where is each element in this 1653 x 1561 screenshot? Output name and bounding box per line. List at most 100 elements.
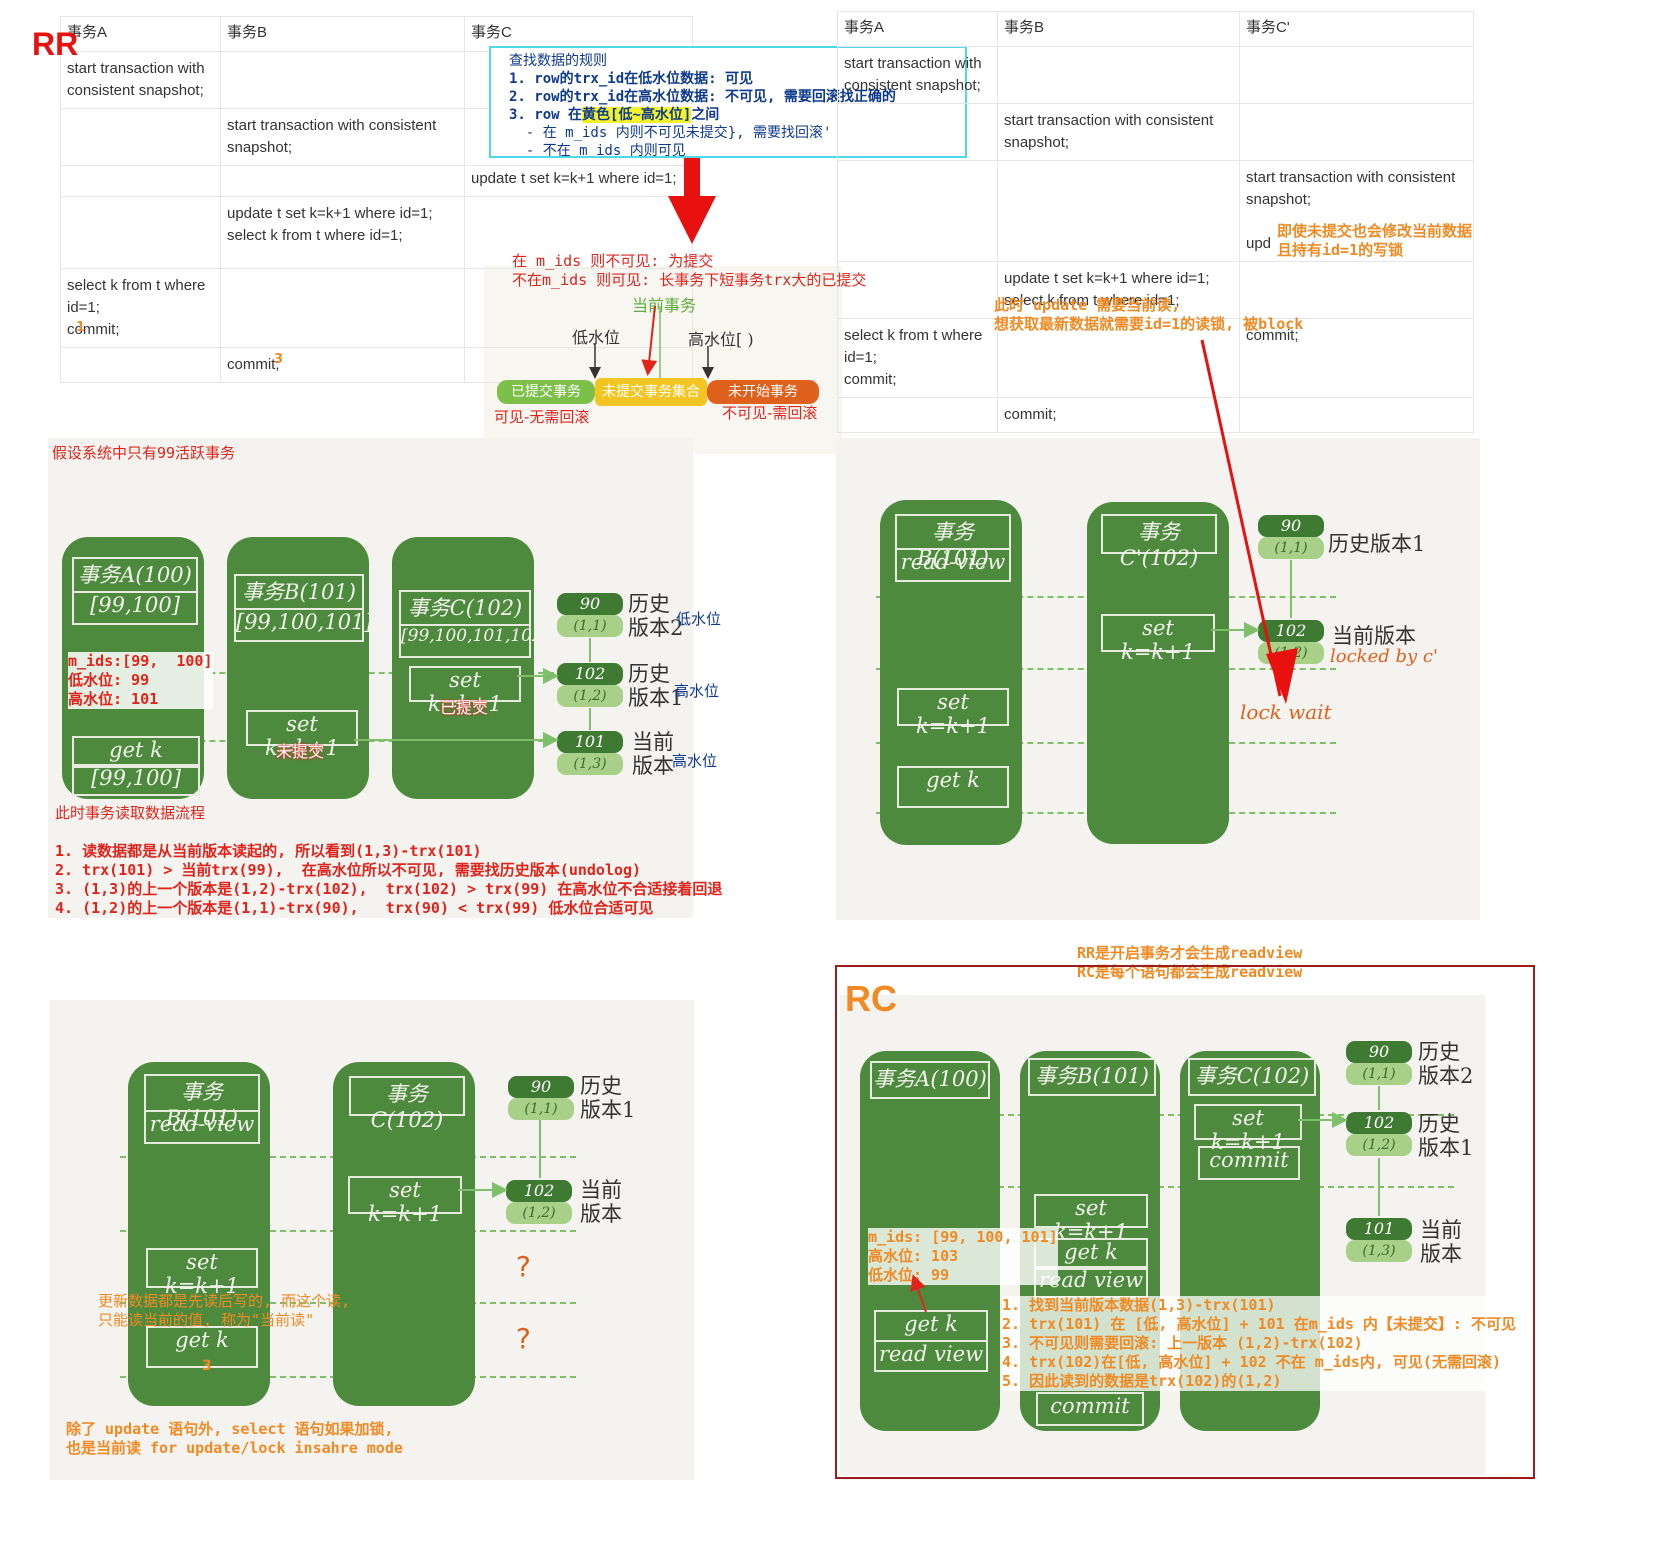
p2-v2-row: (1,2) [1258,642,1324,664]
p2-txn-c-set: set k=k+1 [1101,614,1215,664]
p3-question-2: ? [516,1322,531,1355]
txn-b-set: set k=k+1 [246,710,358,760]
p2-txn-b-title: 事务B(101) [895,514,1011,570]
p4-v3-label: 当前 版本 [1420,1218,1462,1266]
rr-cell: commit; [220,347,465,383]
p2-v1-row: (1,1) [1258,537,1324,559]
high-watermark-label: 高水位[ ) [688,330,754,349]
p3-txn-c-title: 事务C(102) [349,1076,465,1132]
txn-a-range: [99,100] [72,591,198,625]
p2-txn-b-get: get k [897,766,1009,808]
p4-txn-b-commit: commit [1036,1392,1144,1426]
txn-a-get-range: [99,100] [72,764,200,796]
flow-title: 此时事务读取数据流程 [55,804,206,822]
mids-note: 在 m_ids 则不可见: 为提交不在m_ids 则可见: 长事务下短事务trx… [512,252,866,290]
p3-step-3: 3 [202,1358,212,1374]
txn-b-range: [99,100,101] [234,608,373,642]
lock-wait-note: lock wait [1240,700,1332,724]
txn-c-committed-note: 已提交 [440,698,489,717]
rc-table-wrap: 事务A 事务B 事务C' start transaction with cons… [837,11,1474,433]
rc-flow-steps: 1. 找到当前版本数据(1,3)-trx(101) 2. trx(101) 在 … [1002,1296,1516,1391]
rr-header-b: 事务B [220,16,465,52]
p1-v1-side: 低水位 [676,610,722,628]
txn-c-column [392,537,534,799]
rr-rc-note: RR是开启事务才会生成readview RC是每个语句都会生成readview [1077,944,1303,981]
txn-b-title: 事务B(101) [234,574,364,610]
rc-header-a: 事务A [837,11,998,47]
rr-cell: update t set k=k+1 where id=1; [464,165,693,197]
p3-txn-b-get: get k [146,1326,258,1368]
p3-v1-row: (1,1) [508,1098,574,1120]
rc-cell: select k from t where id=1; commit; [837,318,998,398]
txn-c-set: set k=k+1 [409,666,521,716]
p2-v1-label: 历史版本1 [1328,532,1426,556]
txn-a-title: 事务A(100) [72,557,198,593]
p2-v2-label: 当前版本 [1332,624,1416,648]
invisible-note: 不可见-需回滚 [722,404,818,422]
p4-v1-label: 历史 版本2 [1418,1040,1474,1088]
p4-txn-b-title: 事务B(101) [1028,1058,1156,1096]
p2-v1-trx: 90 [1258,515,1324,537]
p4-txn-b-set: set k=k+1 [1034,1194,1148,1244]
p3-txn-c-column [333,1062,475,1406]
rc-cell: update t set k=k+1 where id=1; select k … [997,261,1240,319]
p1-v2-label: 历史 版本1 [628,662,684,710]
p2-txn-b-readview: read-view [895,548,1011,582]
p3-txn-b-set: set k=k+1 [146,1248,258,1298]
step-marker-3: 3 [274,352,284,367]
rr-cell: start transaction with consistent snapsh… [220,108,465,166]
rc-cell: start transaction with consistent snapsh… [837,46,998,104]
p2-txn-c-title: 事务C'(102) [1101,514,1217,570]
p3-v2-row: (1,2) [506,1202,572,1224]
mids-a-note: m_ids:[99, 100] 低水位: 99 高水位: 101 [68,652,213,709]
p3-v1-label: 历史 版本1 [580,1074,636,1122]
p4-txn-a-readview: read view [874,1340,988,1372]
mids-note-line1: 在 m_ids 则不可见: 为提交 [512,252,714,270]
rule-line-3-highlight: 黄色[低~高水位] [582,107,692,123]
txn-a-get: get k [72,736,200,768]
rule-line-5: - 不在 m_ids 内则可见 [509,143,686,158]
p3-txn-b-column [128,1062,270,1406]
p4-txn-c-title: 事务C(102) [1188,1058,1316,1096]
uncommitted-note: 即使未提交也会修改当前数据 且持有id=1的写锁 [1277,222,1473,259]
rule-line-3a: 3. row 在 [509,107,583,123]
rr-cell: start transaction with consistent snapsh… [60,51,221,109]
dash-line [868,1114,1454,1116]
dash-line [868,1186,1454,1188]
p4-v3-trx: 101 [1346,1218,1412,1240]
p4-txn-a-get: get k [874,1310,988,1342]
mids-note-line2: 不在m_ids 则可见: 长事务下短事务trx大的已提交 [512,271,867,289]
uncommitted-segment: 未提交事务集合 [595,378,707,406]
committed-segment: 已提交事务 [497,380,595,404]
txn-b-uncommitted-note: 未提交 [276,742,325,761]
p1-v2-side: 高水位 [674,682,720,700]
p3-txn-c-set: set k=k+1 [348,1176,462,1226]
p3-v2-trx: 102 [506,1180,572,1202]
p4-txn-c-set: set k=k+1 [1194,1104,1302,1154]
p1-v1-trx: 90 [557,593,623,615]
rr-cell: select k from t where id=1; commit; [60,268,221,348]
p4-v1-row: (1,1) [1346,1063,1412,1085]
rule-line-3b: 之间 [691,107,720,123]
p4-v3-row: (1,3) [1346,1240,1412,1262]
p3-question-1: ? [516,1250,531,1283]
p4-v2-trx: 102 [1346,1112,1412,1134]
low-watermark-label: 低水位 [572,328,621,347]
p1-v3-row: (1,3) [557,753,623,775]
flow-steps: 1. 读数据都是从当前版本读起的, 所以看到(1,3)-trx(101) 2. … [55,842,723,917]
p2-locked-by-note: locked by c' [1330,646,1438,667]
p1-v3-label: 当前 版本 [632,730,674,778]
p3-txn-b-title: 事务B(101) [144,1074,260,1130]
p2-txn-b-set: set k=k+1 [897,688,1009,738]
rc-mids-note: m_ids: [99, 100, 101] 高水位: 103 低水位: 99 [868,1228,1058,1285]
p4-v1-trx: 90 [1346,1041,1412,1063]
visible-note: 可见-无需回滚 [494,408,590,426]
p1-v2-row: (1,2) [557,685,623,707]
rr-header-a: 事务A [60,16,221,52]
p1-v3-side: 高水位 [672,752,718,770]
rr-cell: update t set k=k+1 where id=1; select k … [220,196,465,269]
assume-99-note: 假设系统中只有99活跃事务 [52,444,236,462]
txn-c-range: [99,100,101,102] [399,624,549,658]
rc-header-c: 事务C' [1239,11,1474,47]
rc-cell: start transaction with consistent snapsh… [997,103,1240,161]
